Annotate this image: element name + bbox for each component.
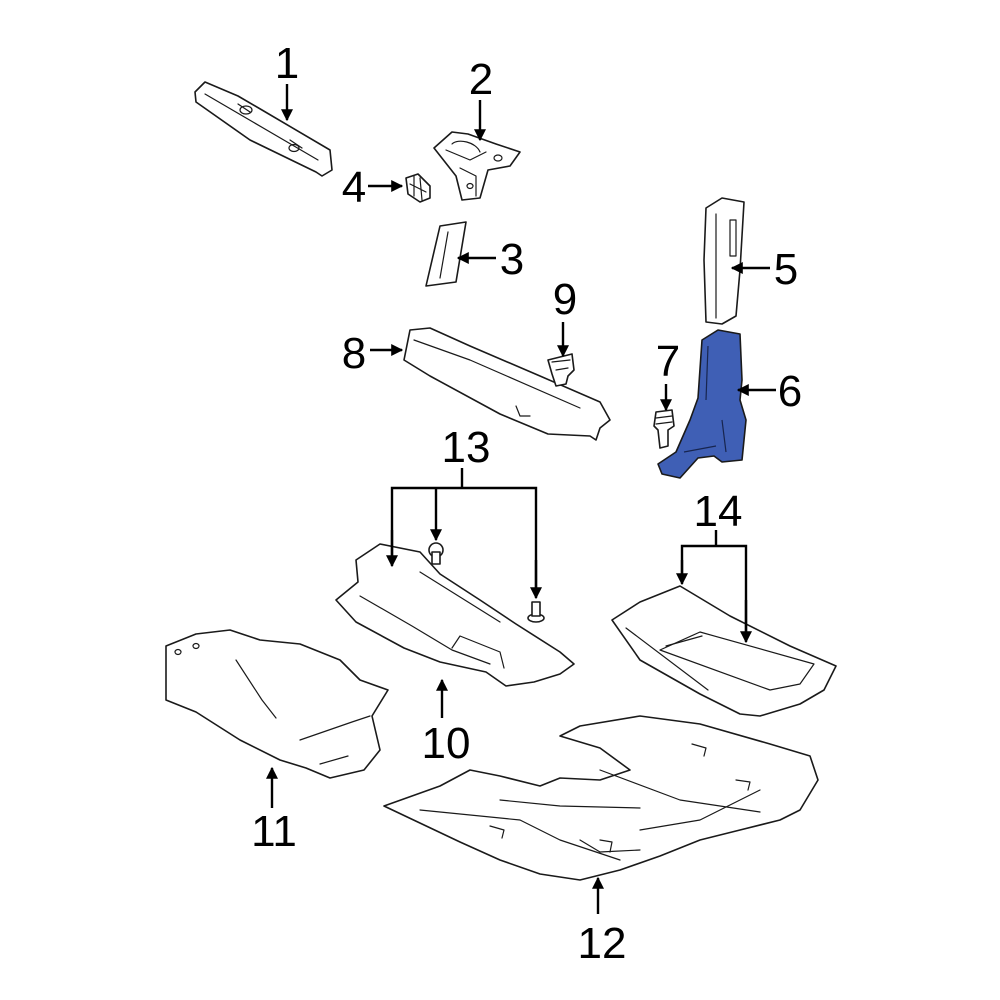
callout-3[interactable]: 3 xyxy=(500,235,524,284)
callout-4[interactable]: 4 xyxy=(342,163,366,212)
part-5[interactable] xyxy=(703,197,745,325)
callout-11[interactable]: 11 xyxy=(251,807,297,856)
part-11[interactable] xyxy=(165,629,389,779)
callout-labels: 1 2 3 4 5 6 7 8 9 10 11 12 13 14 xyxy=(251,39,802,968)
callout-13[interactable]: 13 xyxy=(442,423,491,472)
part-14[interactable] xyxy=(611,585,837,717)
part-1[interactable] xyxy=(194,81,333,177)
callout-14[interactable]: 14 xyxy=(694,487,743,536)
callout-10[interactable]: 10 xyxy=(422,719,471,768)
leader-13-bracket xyxy=(390,486,538,596)
callout-9[interactable]: 9 xyxy=(553,275,577,324)
leader-lines xyxy=(266,84,776,914)
part-12[interactable] xyxy=(383,715,819,881)
bolt-3[interactable] xyxy=(527,601,545,623)
callout-2[interactable]: 2 xyxy=(469,55,493,104)
callout-1[interactable]: 1 xyxy=(275,39,299,88)
part-7[interactable] xyxy=(653,409,675,449)
part-9[interactable] xyxy=(547,353,575,387)
callout-6[interactable]: 6 xyxy=(778,367,802,416)
part-2[interactable] xyxy=(433,131,521,201)
part-6[interactable] xyxy=(657,329,747,479)
part-10[interactable] xyxy=(335,543,575,687)
part-4[interactable] xyxy=(405,173,431,203)
part-3[interactable] xyxy=(425,221,467,287)
callout-12[interactable]: 12 xyxy=(578,919,627,968)
callout-8[interactable]: 8 xyxy=(342,329,366,378)
callout-5[interactable]: 5 xyxy=(774,245,798,294)
part-8[interactable] xyxy=(403,327,611,441)
bolt-2[interactable] xyxy=(428,542,444,565)
callout-7[interactable]: 7 xyxy=(656,337,680,386)
